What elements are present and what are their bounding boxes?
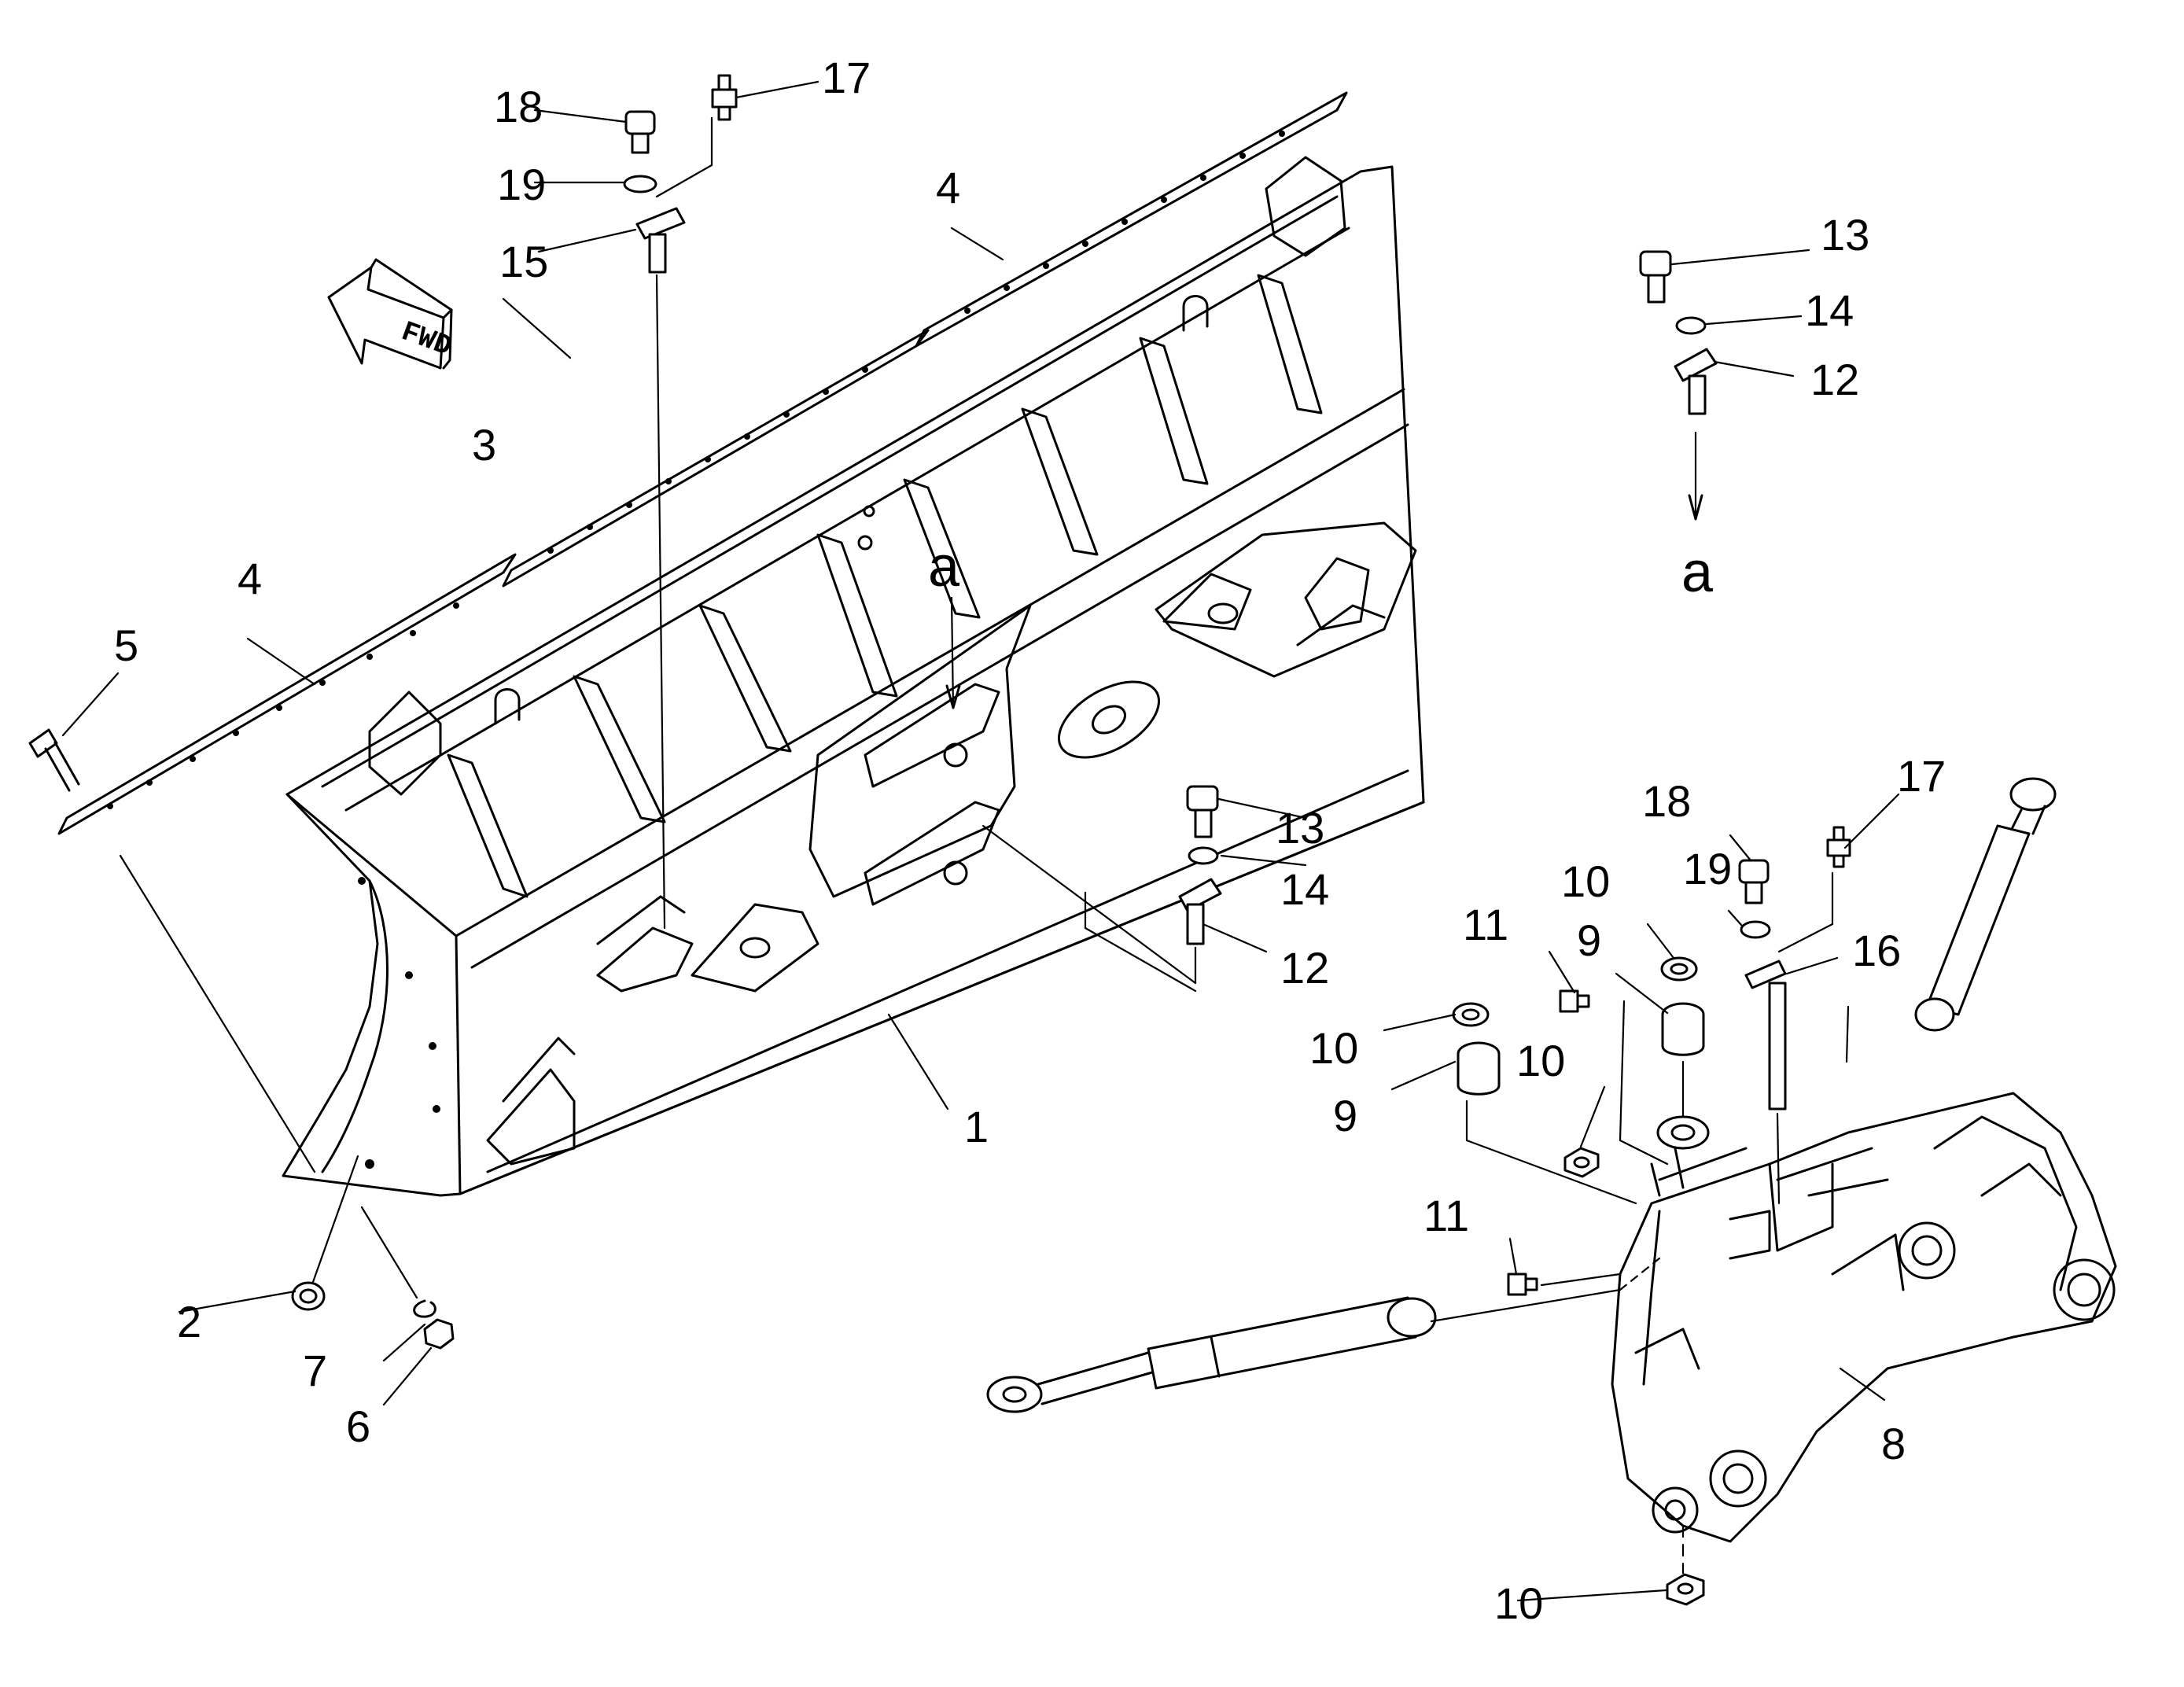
callout-1: 1 [964, 1102, 989, 1151]
callout-13-detail: 13 [1821, 210, 1869, 260]
callout-12-blade: 12 [1280, 943, 1329, 993]
callout-4-left: 4 [238, 554, 262, 603]
callout-16: 16 [1852, 926, 1901, 975]
callout-3: 3 [472, 420, 496, 470]
bolt-frame-icon [1738, 859, 1770, 904]
fitting-lower-icon [1507, 1273, 1538, 1296]
seal-mid-icon [1563, 1147, 1600, 1178]
callout-10-top-right: 10 [1561, 856, 1610, 906]
detail-washer-icon [1675, 316, 1707, 335]
plate-top-icon [635, 207, 686, 274]
seal-top-right-icon [1660, 956, 1698, 982]
callout-18-top: 18 [494, 82, 543, 131]
callout-14-detail: 14 [1805, 285, 1854, 335]
callout-13-blade: 13 [1276, 803, 1324, 853]
callout-18-frame: 18 [1642, 776, 1691, 826]
callout-10-mid: 10 [1516, 1036, 1565, 1085]
fitting-upper-icon [1559, 989, 1590, 1013]
callout-8: 8 [1881, 1419, 1906, 1468]
bolt-top-icon [624, 110, 656, 154]
callout-11-upper: 11 [1463, 900, 1508, 949]
callout-7: 7 [303, 1346, 327, 1395]
callout-15: 15 [499, 237, 548, 286]
callout-2: 2 [177, 1297, 201, 1346]
blade-washer-icon [1188, 846, 1219, 865]
arrow-blade-icon [945, 684, 961, 709]
callout-11-lower: 11 [1423, 1191, 1469, 1240]
callout-9-right: 9 [1577, 915, 1601, 965]
callout-5: 5 [114, 621, 138, 670]
fwd-arrow-icon: FWD [327, 258, 456, 370]
fitting-frame-icon [1826, 826, 1851, 868]
fitting-top-icon [711, 74, 738, 121]
seal-top-left-icon [1452, 1002, 1490, 1027]
leader-lines [61, 80, 1900, 1602]
hydraulic-cylinder-left [986, 1296, 1437, 1413]
callout-14-blade: 14 [1280, 864, 1329, 914]
washer-frame-icon [1740, 920, 1771, 939]
reference-a-blade: a [928, 536, 960, 599]
callout-19-frame: 19 [1683, 844, 1732, 893]
hydraulic-cylinder-right [1914, 777, 2057, 1032]
detail-bolt-icon [1639, 250, 1672, 304]
callout-17-frame: 17 [1897, 751, 1946, 801]
callout-4-right: 4 [936, 163, 960, 212]
washer-top-icon [623, 175, 657, 193]
reference-a-detail: a [1681, 541, 1714, 604]
seal-bottom-icon [1666, 1573, 1705, 1606]
callout-10-top-left: 10 [1309, 1023, 1358, 1073]
callout-10-bottom: 10 [1494, 1578, 1543, 1628]
frame [1611, 1092, 2117, 1543]
callout-12-detail: 12 [1810, 355, 1859, 404]
callout-6: 6 [346, 1402, 370, 1451]
plate-frame-icon [1744, 960, 1787, 1111]
callout-9-left: 9 [1333, 1091, 1357, 1140]
bushing-left-icon [1457, 1041, 1501, 1096]
end-bit-bolt-icon [28, 728, 80, 792]
callout-labels: 1 2 3 4 4 5 6 7 8 9 9 10 10 10 10 11 11 … [114, 53, 1946, 1628]
nut-icon [423, 1318, 455, 1350]
arrow-detail-icon [1688, 494, 1703, 521]
detail-plate-icon [1674, 348, 1718, 415]
washer-7-icon [413, 1299, 436, 1318]
bushing-right-icon [1661, 1002, 1705, 1056]
blade [57, 91, 1425, 1197]
bolt-2-icon [291, 1281, 326, 1311]
blade-bolt-icon [1186, 785, 1219, 838]
blade-plate-icon [1178, 878, 1222, 945]
callout-19-top: 19 [497, 160, 546, 209]
callout-17-top: 17 [822, 53, 871, 102]
